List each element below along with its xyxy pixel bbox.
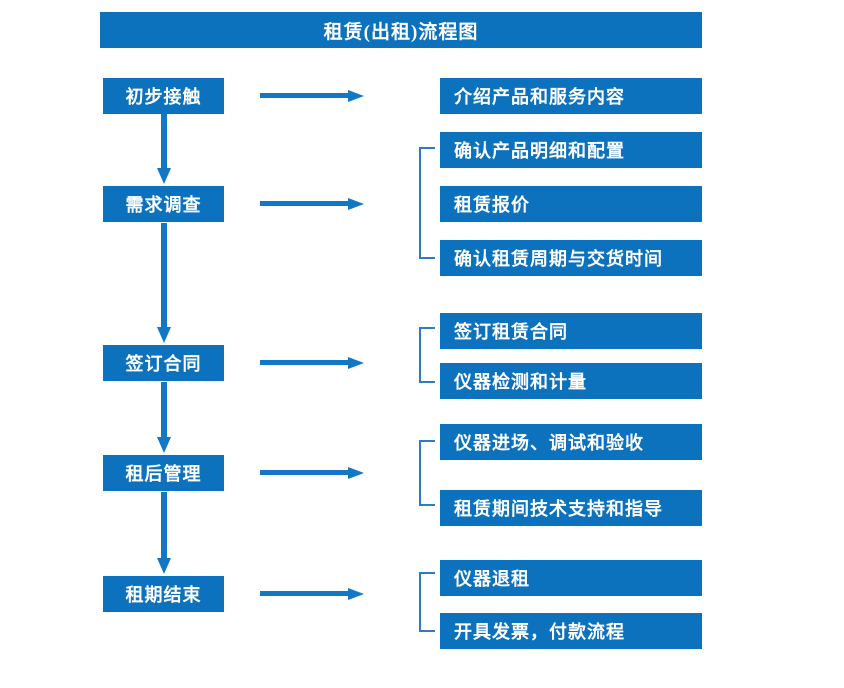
detail-box-confirm-product-details[interactable]: 确认产品明细和配置	[440, 132, 702, 168]
right-arrow-icon	[260, 467, 364, 479]
stage-node-requirement-survey[interactable]: 需求调查	[103, 186, 224, 222]
detail-box-rental-quotation[interactable]: 租赁报价	[440, 186, 702, 222]
down-arrow-icon	[157, 382, 171, 453]
detail-box-sign-rental-contract[interactable]: 签订租赁合同	[440, 313, 702, 349]
detail-box-instrument-return[interactable]: 仪器退租	[440, 560, 702, 596]
right-arrow-icon	[260, 90, 364, 102]
page-title: 租赁(出租)流程图	[100, 12, 702, 48]
stage-node-sign-contract[interactable]: 签订合同	[103, 345, 224, 381]
stage-node-post-rental-management[interactable]: 租后管理	[103, 455, 224, 491]
down-arrow-icon	[157, 114, 171, 184]
detail-box-instrument-inspection[interactable]: 仪器检测和计量	[440, 363, 702, 399]
detail-box-instrument-delivery[interactable]: 仪器进场、调试和验收	[440, 424, 702, 460]
down-arrow-icon	[157, 223, 171, 343]
detail-box-confirm-rental-period[interactable]: 确认租赁周期与交货时间	[440, 240, 702, 276]
group-bracket-sign-contract	[419, 327, 435, 383]
group-bracket-rental-end	[419, 572, 435, 632]
right-arrow-icon	[260, 357, 364, 369]
right-arrow-icon	[260, 198, 364, 210]
detail-box-invoice-payment[interactable]: 开具发票，付款流程	[440, 613, 702, 649]
down-arrow-icon	[157, 492, 171, 574]
stage-node-rental-end[interactable]: 租期结束	[103, 576, 224, 612]
detail-box-introduce-products[interactable]: 介绍产品和服务内容	[440, 78, 702, 114]
group-bracket-requirement-survey	[419, 147, 435, 259]
stage-node-initial-contact[interactable]: 初步接触	[103, 78, 224, 114]
group-bracket-post-rental-management	[419, 440, 435, 506]
detail-box-technical-support[interactable]: 租赁期间技术支持和指导	[440, 490, 702, 526]
right-arrow-icon	[260, 588, 364, 600]
